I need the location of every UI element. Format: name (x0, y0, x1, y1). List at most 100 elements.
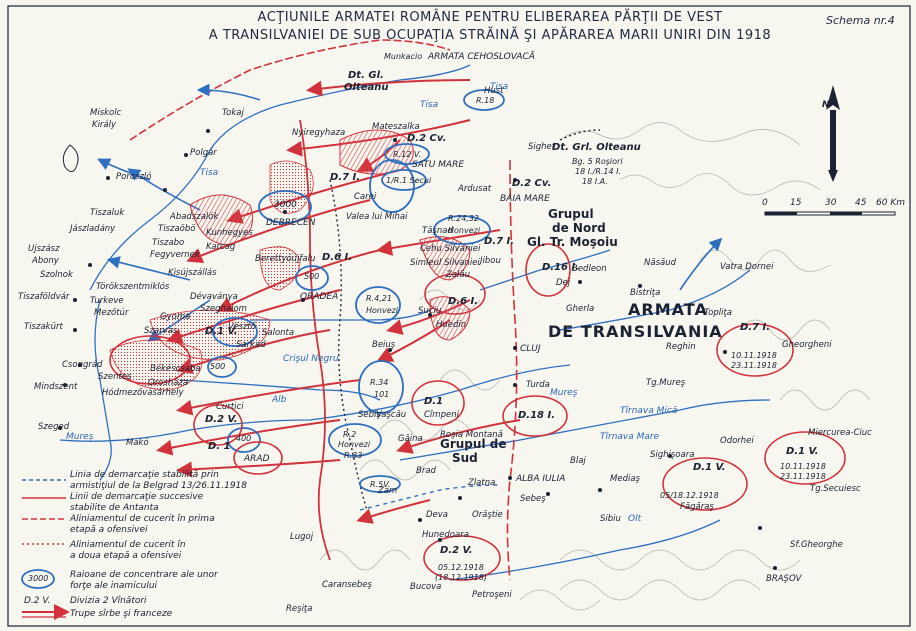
city-kisujszallas: Kisújszállás (168, 268, 217, 278)
city-dej: Dej (556, 278, 571, 288)
legend-line-4b: a doua etapă a ofensivei (70, 551, 182, 561)
city-tg-secuiesc: Tg.Secuiesc (810, 484, 861, 494)
unit-d2v-s-date: 05.12.1918 (438, 563, 484, 572)
river-olt: Olt (628, 514, 642, 524)
city-alba-iulia: ALBA IULIA (516, 474, 566, 484)
city-abadszalok: Abadszalók (170, 212, 219, 222)
map-title-line-1: ACŢIUNILE ARMATEI ROMÂNE PENTRU ELIBERAR… (257, 10, 723, 25)
city-bekescsaba: Békéscsaba (150, 364, 201, 374)
unit-d18i: D.18 I. (518, 410, 556, 421)
group-sud-1: Grupul de (440, 437, 507, 451)
enemy-zones (109, 129, 471, 391)
river-alb: Alb (272, 395, 287, 405)
river-tisa-ne: Tisa (490, 82, 509, 92)
city-suciu: Suciu (418, 306, 442, 316)
legend-line-3a: Aliniamentul de cucerit în prima (70, 514, 215, 524)
label-czech-army: ARMATA CEHOSLOVACĂ (428, 52, 535, 62)
city-tokaj: Tokaj (222, 108, 244, 118)
city-polgar: Polgár (190, 148, 217, 158)
city-szeged: Szeged (38, 422, 70, 432)
unit-r34: R.34 (370, 378, 389, 387)
city-sighisoara: Sighişoara (650, 450, 695, 460)
rivers (59, 64, 771, 581)
map-title-line-2: A TRANSILVANIEI DE SUB OCUPAŢIA STRĂINĂ … (208, 28, 772, 43)
city-tiszafoldvar: Tiszaföldvár (18, 292, 70, 302)
legend-symbols (21, 479, 70, 620)
city-kiraly: Király (92, 120, 117, 130)
city-devavanya: Dévaványa (190, 292, 238, 302)
unit-olteanu-top: Dt. Gl. (348, 70, 384, 81)
city-szolnok: Szolnok (40, 270, 73, 280)
city-abony: Abony (32, 256, 59, 266)
river-tirnava-mare: Tîrnava Mare (600, 432, 660, 442)
unit-c500b: 500 (210, 362, 226, 371)
city-sarkad: Sarkad (236, 340, 266, 350)
lake-icon (62, 144, 79, 172)
unit-olteanu-top-2: Olteanu (344, 82, 389, 93)
city-tasnad: Tăşnad (422, 226, 453, 236)
city-gherla: Gherla (566, 304, 595, 314)
city-sibiu: Sibiu (600, 514, 621, 524)
city-sf-gheorghe: Sf.Gheorghe (790, 540, 843, 550)
river-tirnava-mica: Tîrnava Mică (620, 406, 678, 416)
city-gyoma: Gyoma (160, 312, 191, 322)
city-oradea: ORADEA (300, 292, 339, 302)
city-jibou: Jibou (480, 256, 501, 266)
city-resita: Reşiţa (286, 604, 313, 614)
city-cehu: Cehu Silvaniei (420, 244, 481, 254)
city-poroszlo: Poroszló (116, 172, 152, 182)
group-sud-2: Sud (452, 451, 478, 465)
map-frame (7, 5, 911, 627)
city-hunedoara: Hunedoara (422, 530, 469, 540)
city-toplita: Topliţa (704, 308, 733, 318)
unit-d7i-e-date: 10.11.1918 (731, 351, 777, 360)
city-satu-mare: SATU MARE (412, 160, 465, 170)
scale-bar (764, 211, 896, 216)
city-jaszladany: Jászladány (70, 224, 116, 234)
city-zam: Zam (378, 486, 398, 496)
unit-r101: 101 (374, 390, 390, 399)
unit-d1v-s-date: 05/18.12.1918 (660, 491, 719, 500)
city-bucova: Bucova (410, 582, 442, 592)
unit-d6i-mid: D.6 I. (448, 296, 479, 307)
city-hust: Hust (484, 86, 504, 96)
unit-r33: R.33 (344, 451, 363, 460)
city-sighet: Sighet (528, 142, 556, 152)
city-sebes: Sebeş (520, 494, 546, 504)
unit-c500: 500 (304, 272, 320, 281)
city-mindszent: Mindszent (34, 382, 78, 392)
city-tiszakurt: Tiszakürt (24, 322, 63, 332)
city-miskolc: Miskolc (90, 108, 122, 118)
city-fegyvernek: Fegyvernek (150, 250, 200, 260)
city-arad: ARAD (244, 454, 270, 464)
unit-honvezi-1: Honvezi (448, 226, 481, 235)
unit-d2v-w: D.2 V. (205, 414, 238, 425)
city-tg-mures: Tg.Mureş (646, 378, 686, 388)
unit-d1v-e-date: 10.11.1918 (780, 462, 826, 471)
unit-d1v-w: D.1 V. (205, 326, 238, 337)
unit-rosiori: Bg. 5 Roşiori (572, 157, 623, 166)
city-karcag: Karcag (206, 242, 236, 252)
city-brad: Brad (416, 466, 436, 476)
scale-tick-45: 45 (855, 198, 867, 208)
legend-line-6text: Divizia 2 Vînători (70, 596, 147, 606)
unit-rosiori-3: 18 I.A. (582, 177, 608, 186)
legend-line-6code: D.2 V. (24, 596, 51, 606)
city-bistrita: Bistriţa (630, 288, 661, 298)
unit-honvezi-3: Honvezi (338, 440, 371, 449)
legend-line-5b: forţe ale inamicului (70, 581, 158, 591)
river-crisul-negru: Crişul Negru (283, 354, 339, 364)
city-mezotur: Mezőtúr (94, 308, 129, 318)
legend-line-2a: Linii de demarcaţie succesive (70, 492, 204, 502)
unit-d7i-n: D.7 I. (330, 172, 361, 183)
river-mures-e: Mureş (550, 388, 578, 398)
unit-r1-secui: 1/R.1 Secui (386, 176, 432, 185)
city-miercurea-ciuc: Miercurea-Ciuc (808, 428, 872, 438)
legend-line-1b: armistiţiul de la Belgrad 13/26.11.1918 (70, 481, 248, 491)
city-markers (58, 129, 777, 570)
city-odorhei: Odorhei (720, 436, 754, 446)
city-ardusat: Ardusat (458, 184, 492, 194)
city-baia-mare: BAIA MARE (500, 194, 550, 204)
unit-d1v-e-date-2: 23.11.1918 (780, 472, 826, 481)
